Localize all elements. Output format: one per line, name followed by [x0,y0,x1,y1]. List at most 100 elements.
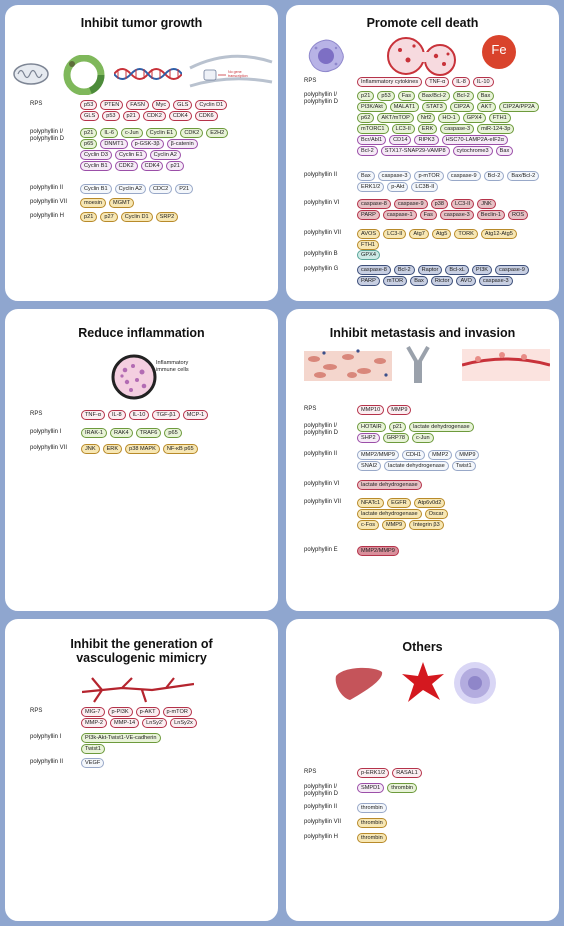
row-label: polyphyllin I/ polyphyllin D [304,92,339,105]
target-pill: Cyclin B1 [80,184,112,194]
platelet-icon [402,662,444,702]
target-pill: Atg12-Atg5 [480,229,517,239]
panel-reduce-inflammation [2,306,281,614]
target-pill: VEGF [81,758,105,768]
target-pill: IRAK-1 [81,428,108,438]
target-pill: MMP9 [387,405,412,415]
target-pill: TNF-α [425,77,450,87]
panel-title: Promote cell death [366,16,479,30]
target-pill: caspase-1 [382,210,417,220]
target-pill: p65 [80,139,98,149]
dna-icon [114,68,182,80]
target-pill: Oscar [424,509,448,519]
row-label: polyphyllin VII [304,230,342,236]
target-pill: Myc [151,100,171,110]
target-pill: LnSy2x [170,718,197,728]
target-pill: p53 [80,100,98,110]
row-label: polyphyllin I/ polyphyllin D [304,784,339,797]
target-pill: Bax [476,91,495,101]
target-pill: HOTAIR [357,422,386,432]
row-label: polyphyllin II [30,185,64,191]
target-pill: p-GSK-3β [130,139,164,149]
target-pill: MMP-14 [110,718,140,728]
target-pill: lactate dehydrogenase [357,509,422,519]
target-pill: Bcl-2 [483,171,505,181]
row-label: polyphyllin VII [30,445,68,451]
row-label: RPS [304,406,317,412]
target-pill: Raptor [417,265,443,275]
glowing-cell-icon [454,662,496,704]
target-pill: MALAT1 [389,102,420,112]
target-pill: Bcl-xL [445,265,469,275]
target-pill: mTOR [382,276,408,286]
target-pill: LC3-II [450,199,475,209]
target-pill: CD14 [389,135,412,145]
target-pill: PI3K [471,265,493,275]
row-label: polyphyllin II [304,451,338,457]
target-pill: Fas [419,210,437,220]
target-pill: p21 [80,128,98,138]
panel-title: Others [402,640,443,654]
cell-cycle-icon [63,55,105,95]
target-pill: CDH1 [401,450,426,460]
target-pill: Bcl-2 [452,91,474,101]
inflammatory-cells-label: Inflammatory immune cells [156,360,189,373]
target-pill: c-Fos [357,520,379,530]
target-pill: Cyclin D1 [195,100,228,110]
target-pill: ERK [102,444,123,454]
target-pill: AVOS [357,229,381,239]
target-pill: p-ERK1/2 [357,768,390,778]
target-pill: CDK2 [114,161,138,171]
target-pill: TORK [454,229,478,239]
target-pill: Cyclin A2 [149,150,181,160]
target-pill: MMP2 [428,450,453,460]
target-pill: LC3-II [391,124,415,134]
target-pill: p65 [164,428,182,438]
row-label: polyphyllin VI [304,200,340,206]
target-pill: Bax [410,276,428,286]
target-pill: thrombin [387,783,418,793]
target-pill: TGF-β1 [152,410,180,420]
target-pill: CDK4 [168,111,192,121]
panel-others [283,616,562,924]
target-pill: thrombin [357,833,387,843]
target-pill: NF-κB p65 [162,444,198,454]
target-pill: p38 MAPK [125,444,160,454]
target-pill: MMP9 [455,450,480,460]
target-pill: AKT/mTOP [377,113,414,123]
target-pill: P21 [175,184,194,194]
target-pill: ROS [508,210,529,220]
target-pill: p-Akt [387,182,409,192]
row-label: polyphyllin E [304,547,338,553]
target-pill: ERK1/2 [357,182,385,192]
target-pill: IL-6 [100,128,118,138]
row-label: polyphyllin VII [304,499,342,505]
target-pill: p53 [377,91,395,101]
immune-cell-icon [308,39,344,73]
target-pill: CIP2A [449,102,474,112]
target-pill: Beclin-1 [476,210,505,220]
target-pill: Cyclin A2 [114,184,146,194]
target-pill: Twist1 [81,744,105,754]
target-pill: TNF-α [81,410,105,420]
row-label: RPS [30,708,43,714]
row-label: polyphyllin G [304,266,339,272]
target-pill: CDC2 [148,184,173,194]
target-pill: Atg7 [409,229,429,239]
row-label: polyphyllin VII [30,199,68,205]
target-pill: ERK [417,124,438,134]
target-pill: c-Jun [411,433,434,443]
target-pill: AVO [456,276,476,286]
target-pill: IL-8 [452,77,470,87]
row-label: RPS [304,78,317,84]
target-pill: HSC70-LAMP2A-eIF2α [441,135,508,145]
target-pill: PARP [357,210,380,220]
target-pill: β-catenin [166,139,198,149]
target-pill: Cyclin E1 [114,150,147,160]
target-pill: CDK6 [194,111,218,121]
panel-title: Inhibit tumor growth [80,16,203,30]
panel-title: Reduce inflammation [78,326,205,340]
target-pill: SNAI2 [357,461,382,471]
target-pill: p21 [80,212,98,222]
target-pill: Twist1 [451,461,476,471]
